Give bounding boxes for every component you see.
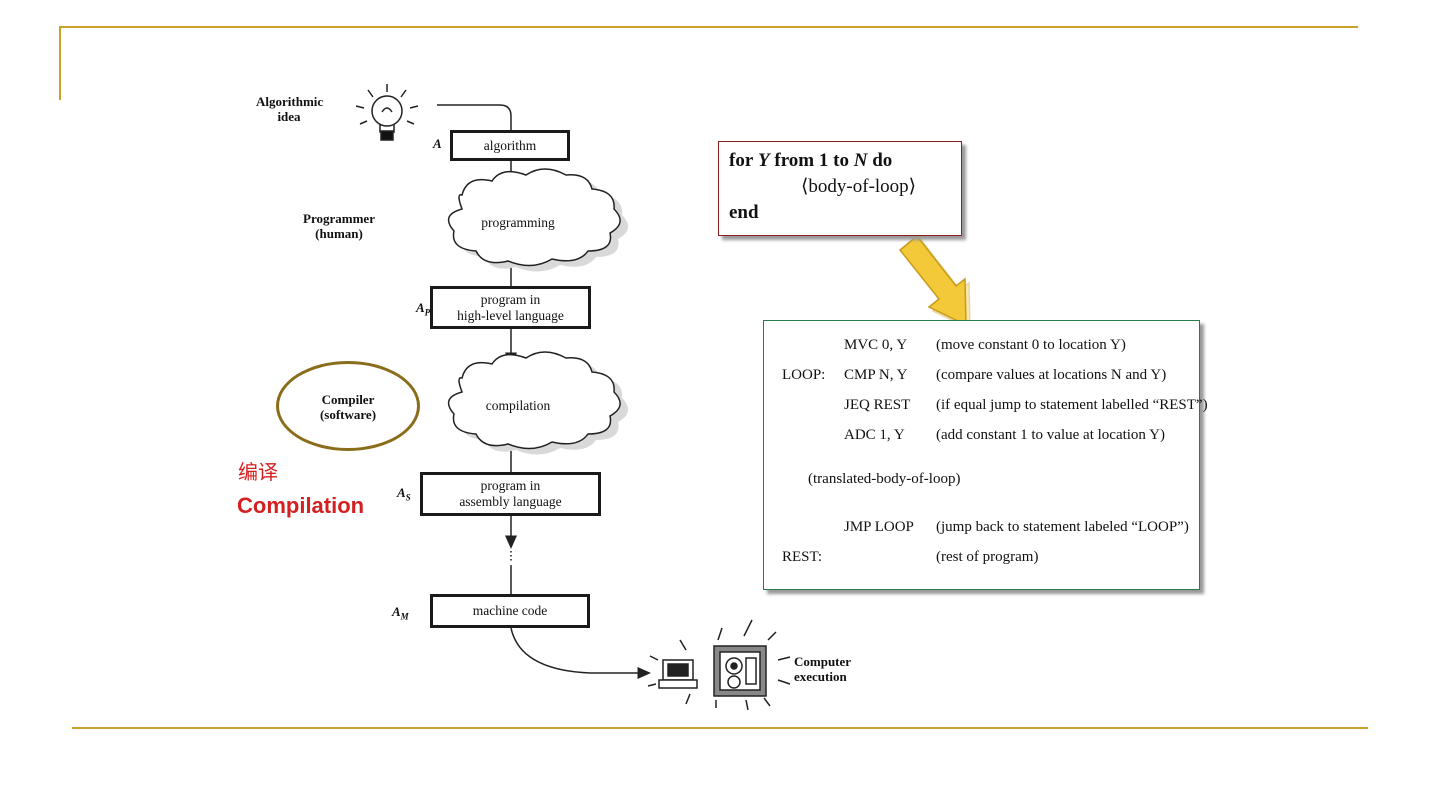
- asm-comment: (add constant 1 to value at location Y): [936, 427, 1165, 443]
- compiler-label: Compiler (software): [319, 392, 377, 422]
- frame-left-line: [59, 26, 61, 100]
- asm-instr: MVC 0, Y: [844, 337, 908, 353]
- label-ap: AP: [416, 300, 431, 318]
- cloud-compilation-text: compilation: [485, 398, 551, 413]
- assembly-code-box: MVC 0, Y (move constant 0 to location Y)…: [763, 320, 1208, 590]
- asm-instr: CMP N, Y: [844, 367, 908, 383]
- label-as: AS: [397, 485, 411, 503]
- translate-arrow-icon: [898, 234, 971, 331]
- label-am: AM: [392, 604, 409, 622]
- algorithm-box: algorithm: [450, 130, 570, 161]
- cloud-programming-text: programming: [481, 215, 555, 230]
- label-a: A: [433, 136, 442, 151]
- asm-label: REST:: [782, 549, 823, 565]
- code-line-end: end: [729, 202, 759, 223]
- asm-label: LOOP:: [782, 367, 826, 383]
- asm-comment: (compare values at locations N and Y): [936, 367, 1167, 383]
- connector-idea-algorithm: [437, 104, 512, 130]
- compiler-oval: [276, 361, 420, 451]
- lightbulb-icon: [355, 84, 419, 141]
- frame-top-line: [60, 26, 1358, 28]
- machine-code-box: machine code: [430, 594, 590, 628]
- connector-machine-computer: [510, 627, 651, 679]
- algorithmic-idea-label: Algorithmic idea: [256, 94, 324, 124]
- cloud-programming: [447, 168, 629, 272]
- computer-execution-label: Computer execution: [794, 654, 851, 684]
- frame-bottom-line: [72, 727, 1368, 729]
- compilation-english-label: Compilation: [237, 493, 365, 518]
- high-level-code-box: for Y from 1 to N do ⟨body-of-loop⟩ end: [718, 141, 962, 236]
- asm-comment: (move constant 0 to location Y): [936, 337, 1126, 353]
- programmer-label: Programmer (human): [303, 211, 375, 241]
- code-line-body: ⟨body-of-loop⟩: [801, 176, 917, 197]
- asm-instr: JEQ REST: [844, 397, 911, 413]
- asm-comment: (rest of program): [936, 549, 1039, 565]
- asm-instr: ADC 1, Y: [844, 427, 905, 443]
- code-line-for: for Y from 1 to N do: [729, 150, 893, 171]
- compilation-chinese-label: 编译: [238, 460, 278, 484]
- asm-translated-body: (translated-body-of-loop): [808, 471, 961, 487]
- asm-comment: (if equal jump to statement labelled “RE…: [936, 397, 1208, 413]
- asm-instr: JMP LOOP: [844, 519, 914, 535]
- cloud-compilation: [447, 351, 629, 455]
- asm-comment: (jump back to statement labeled “LOOP”): [936, 519, 1189, 535]
- computer-icon: [647, 619, 791, 711]
